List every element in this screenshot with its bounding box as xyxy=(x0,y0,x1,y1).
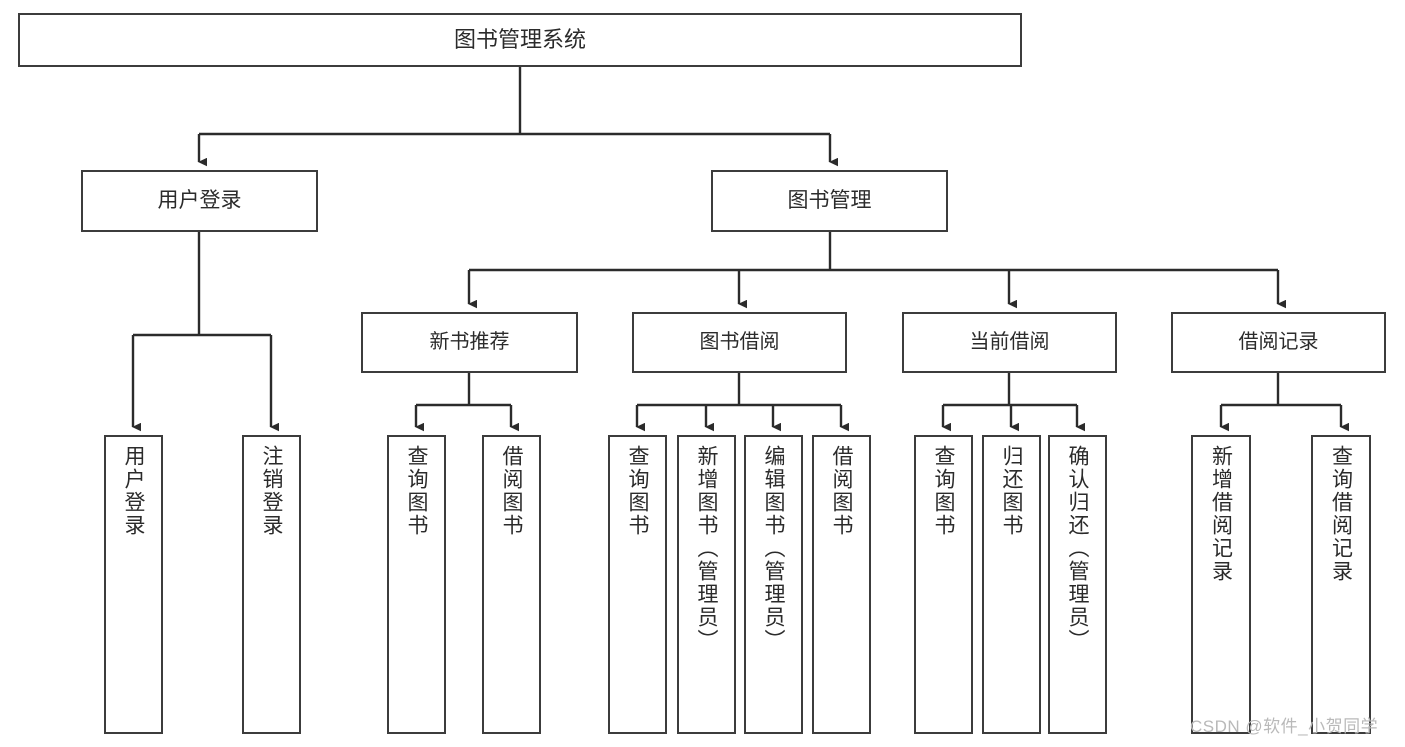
leaf-label: 借阅图书 xyxy=(500,445,523,537)
leaf-edit-book-admin[interactable]: 编辑图书（管理员） xyxy=(744,435,803,734)
node-book-borrow[interactable]: 图书借阅 xyxy=(632,312,847,373)
leaf-label: 借阅图书 xyxy=(830,445,853,537)
leaf-borrow-book[interactable]: 借阅图书 xyxy=(812,435,871,734)
node-current-borrow[interactable]: 当前借阅 xyxy=(902,312,1117,373)
node-label: 用户登录 xyxy=(157,188,242,212)
leaf-label: 新增借阅记录 xyxy=(1209,445,1233,583)
leaf-label: 查询借阅记录 xyxy=(1329,445,1353,583)
node-label: 借阅记录 xyxy=(1238,330,1319,353)
node-label: 图书管理 xyxy=(787,188,872,212)
leaf-query-borrow-record[interactable]: 查询借阅记录 xyxy=(1311,435,1371,734)
leaf-label: 编辑图书（管理员） xyxy=(762,445,785,652)
leaf-label: 注销登录 xyxy=(260,445,283,537)
leaf-query-book-borrow[interactable]: 查询图书 xyxy=(608,435,667,734)
leaf-label: 确认归还（管理员） xyxy=(1066,445,1089,652)
leaf-add-borrow-record[interactable]: 新增借阅记录 xyxy=(1191,435,1251,734)
node-borrow-record[interactable]: 借阅记录 xyxy=(1171,312,1386,373)
node-label: 图书借阅 xyxy=(699,330,780,353)
node-root-book-management-system[interactable]: 图书管理系统 xyxy=(18,13,1022,67)
leaf-borrow-book-recommend[interactable]: 借阅图书 xyxy=(482,435,541,734)
leaf-logout-login[interactable]: 注销登录 xyxy=(242,435,301,734)
leaf-return-book[interactable]: 归还图书 xyxy=(982,435,1041,734)
node-user-login[interactable]: 用户登录 xyxy=(81,170,318,232)
node-label: 图书管理系统 xyxy=(453,27,586,53)
node-label: 当前借阅 xyxy=(969,330,1050,353)
leaf-add-book-admin[interactable]: 新增图书（管理员） xyxy=(677,435,736,734)
leaf-label: 归还图书 xyxy=(1000,445,1023,537)
csdn-watermark: CSDN @软件_小贺同学 xyxy=(1190,717,1379,736)
leaf-query-book-recommend[interactable]: 查询图书 xyxy=(387,435,446,734)
leaf-label: 查询图书 xyxy=(932,445,955,537)
leaf-query-book-current[interactable]: 查询图书 xyxy=(914,435,973,734)
leaf-label: 新增图书（管理员） xyxy=(695,445,718,652)
leaf-label: 查询图书 xyxy=(626,445,649,537)
leaf-user-login[interactable]: 用户登录 xyxy=(104,435,163,734)
node-label: 新书推荐 xyxy=(429,330,510,353)
leaf-label: 用户登录 xyxy=(122,445,145,537)
leaf-confirm-return-admin[interactable]: 确认归还（管理员） xyxy=(1048,435,1107,734)
node-new-book-recommend[interactable]: 新书推荐 xyxy=(361,312,578,373)
leaf-label: 查询图书 xyxy=(405,445,428,537)
node-book-management[interactable]: 图书管理 xyxy=(711,170,948,232)
